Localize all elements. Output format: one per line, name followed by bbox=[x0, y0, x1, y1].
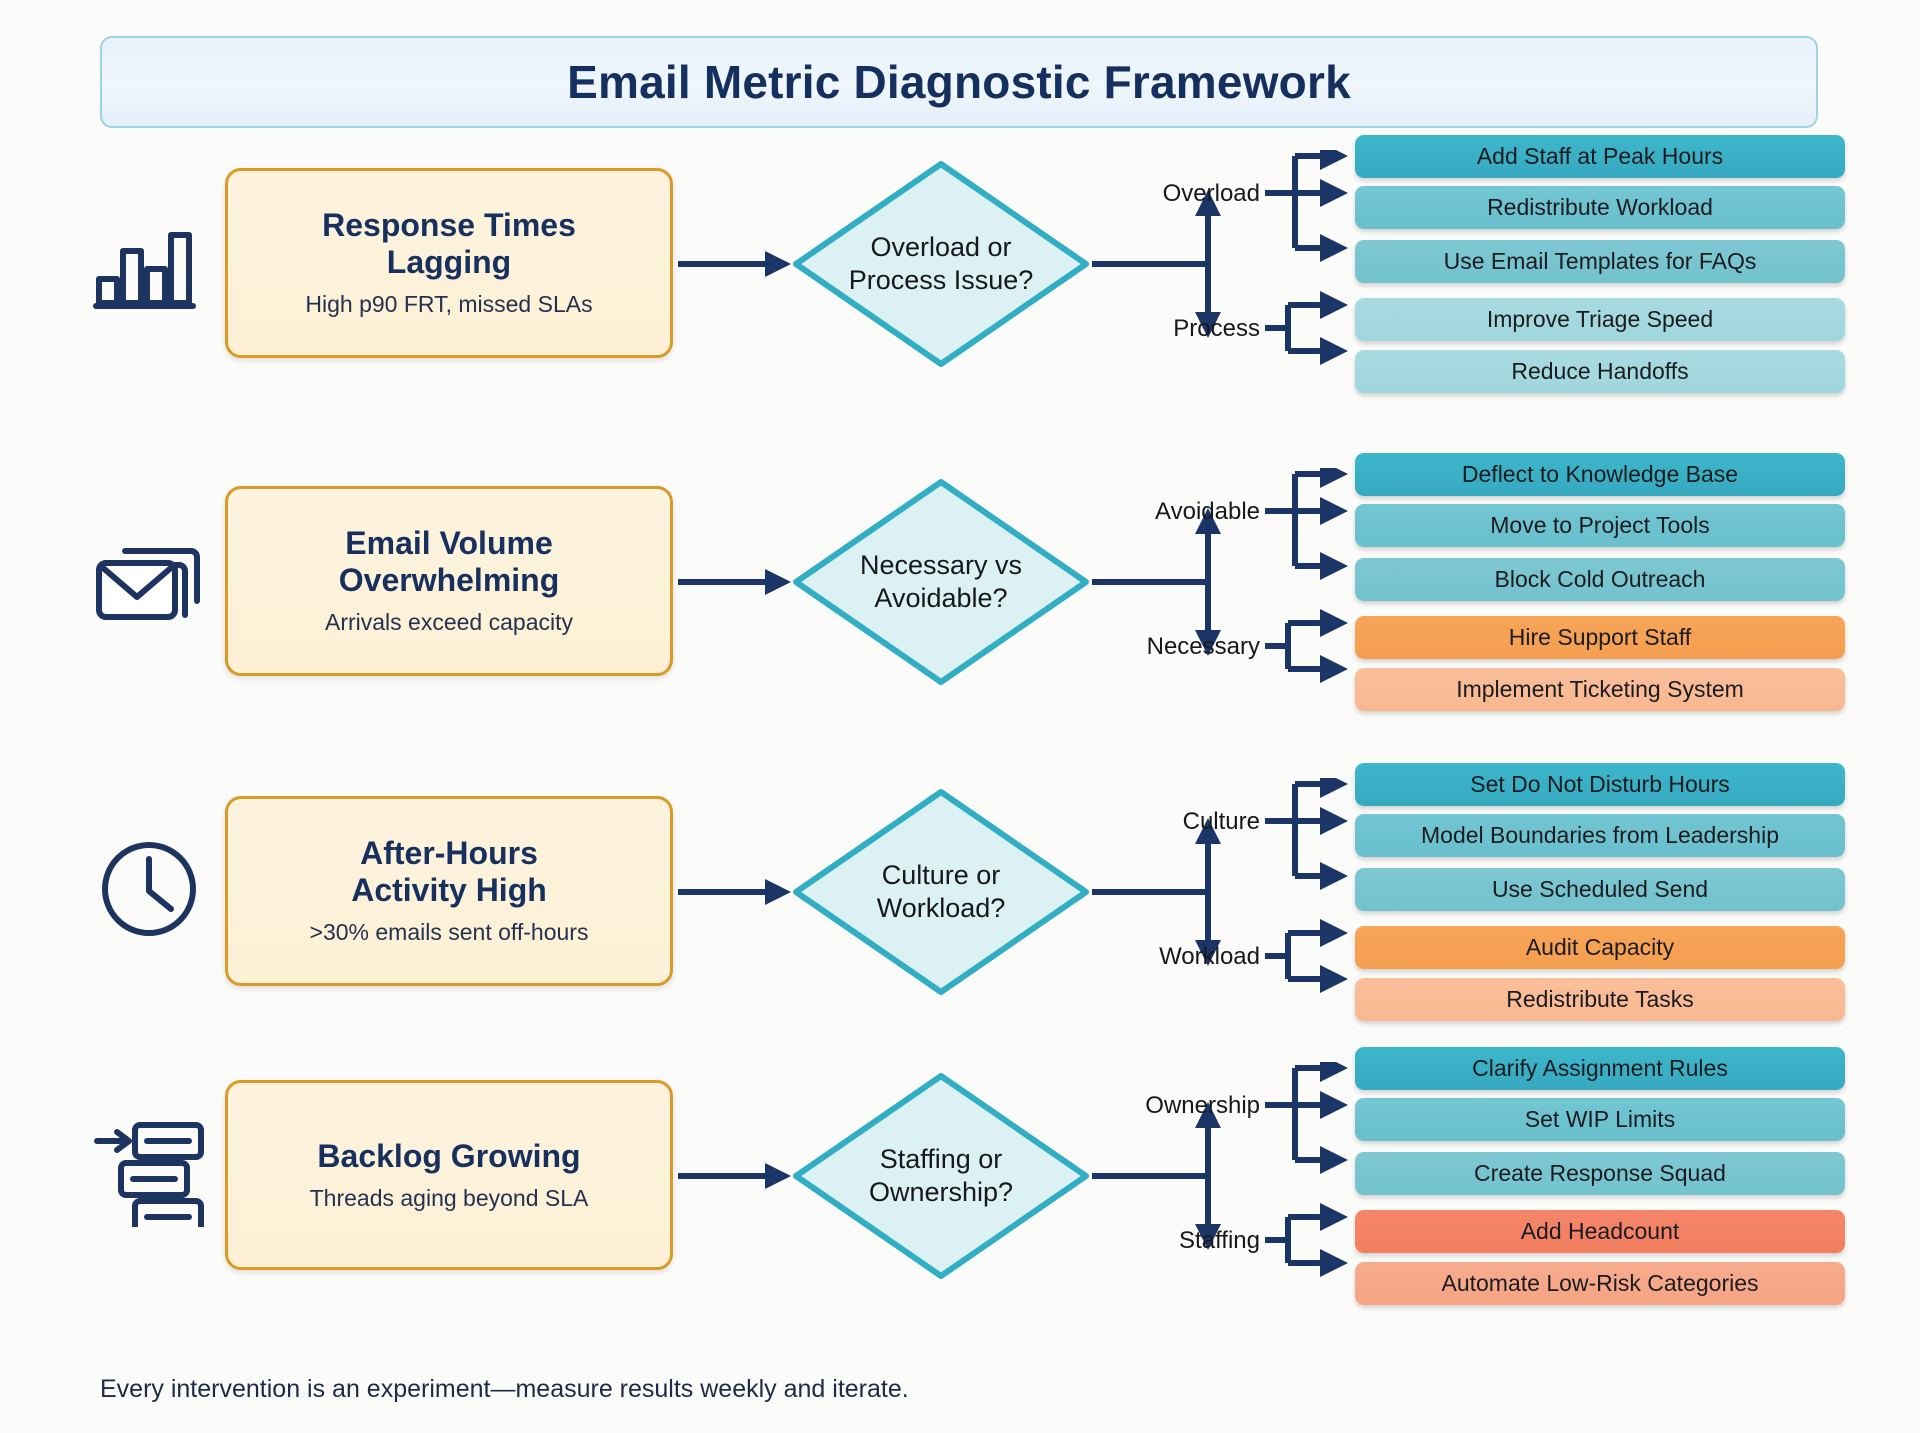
action-box[interactable]: Add Staff at Peak Hours bbox=[1355, 135, 1845, 178]
decision-label: Culture or Workload? bbox=[876, 860, 1006, 923]
envelopes-icon bbox=[90, 520, 208, 638]
problem-card[interactable]: Backlog Growing Threads aging beyond SLA bbox=[225, 1080, 673, 1270]
problem-subtitle: High p90 FRT, missed SLAs bbox=[305, 291, 593, 318]
decision-diamond[interactable]: Necessary vs Avoidable? bbox=[790, 476, 1092, 688]
problem-card[interactable]: Response Times Lagging High p90 FRT, mis… bbox=[225, 168, 673, 358]
branch-label: Avoidable bbox=[1155, 498, 1260, 525]
decision-diamond[interactable]: Culture or Workload? bbox=[790, 786, 1092, 998]
clock-icon bbox=[90, 830, 208, 948]
connector-card-to-diamond bbox=[678, 569, 791, 595]
action-box[interactable]: Block Cold Outreach bbox=[1355, 558, 1845, 601]
backlog-icon bbox=[90, 1114, 208, 1232]
action-box[interactable]: Use Scheduled Send bbox=[1355, 868, 1845, 911]
branch-label: Staffing bbox=[1179, 1227, 1260, 1254]
connector-branches bbox=[1092, 778, 1348, 993]
diagram-title-bar: Email Metric Diagnostic Framework bbox=[100, 36, 1818, 128]
branch-label: Necessary bbox=[1146, 633, 1260, 660]
problem-subtitle: >30% emails sent off-hours bbox=[309, 919, 589, 946]
connector-branches bbox=[1092, 468, 1348, 683]
action-box[interactable]: Model Boundaries from Leadership bbox=[1355, 814, 1845, 857]
connector-branches bbox=[1092, 1062, 1348, 1277]
action-box[interactable]: Reduce Handoffs bbox=[1355, 350, 1845, 393]
problem-subtitle: Arrivals exceed capacity bbox=[325, 609, 573, 636]
problem-subtitle: Threads aging beyond SLA bbox=[309, 1184, 589, 1211]
branch-label: Ownership bbox=[1145, 1092, 1260, 1119]
action-box[interactable]: Redistribute Workload bbox=[1355, 186, 1845, 229]
page-title: Email Metric Diagnostic Framework bbox=[567, 56, 1351, 108]
action-box[interactable]: Use Email Templates for FAQs bbox=[1355, 240, 1845, 283]
decision-label: Overload or Process Issue? bbox=[848, 232, 1034, 295]
action-box[interactable]: Set WIP Limits bbox=[1355, 1098, 1845, 1141]
action-box[interactable]: Set Do Not Disturb Hours bbox=[1355, 763, 1845, 806]
action-box[interactable]: Improve Triage Speed bbox=[1355, 298, 1845, 341]
action-box[interactable]: Move to Project Tools bbox=[1355, 504, 1845, 547]
connector-card-to-diamond bbox=[678, 1163, 791, 1189]
problem-card[interactable]: Email Volume Overwhelming Arrivals excee… bbox=[225, 486, 673, 676]
connector-card-to-diamond bbox=[678, 879, 791, 905]
action-box[interactable]: Create Response Squad bbox=[1355, 1152, 1845, 1195]
diagnostic-row-1: Response Times Lagging High p90 FRT, mis… bbox=[0, 135, 1920, 450]
connector-card-to-diamond bbox=[678, 251, 791, 277]
bar-chart-icon bbox=[90, 202, 208, 320]
decision-diamond[interactable]: Overload or Process Issue? bbox=[790, 158, 1092, 370]
action-box[interactable]: Implement Ticketing System bbox=[1355, 668, 1845, 711]
action-box[interactable]: Hire Support Staff bbox=[1355, 616, 1845, 659]
branch-label: Workload bbox=[1159, 943, 1260, 970]
diagnostic-row-3: After-Hours Activity High >30% emails se… bbox=[0, 763, 1920, 1078]
problem-title: After-Hours Activity High bbox=[351, 835, 547, 909]
diagnostic-row-2: Email Volume Overwhelming Arrivals excee… bbox=[0, 453, 1920, 768]
branch-label: Culture bbox=[1182, 808, 1260, 835]
action-box[interactable]: Audit Capacity bbox=[1355, 926, 1845, 969]
action-box[interactable]: Clarify Assignment Rules bbox=[1355, 1047, 1845, 1090]
problem-title: Response Times Lagging bbox=[322, 207, 576, 281]
action-box[interactable]: Automate Low-Risk Categories bbox=[1355, 1262, 1845, 1305]
action-box[interactable]: Redistribute Tasks bbox=[1355, 978, 1845, 1021]
decision-diamond[interactable]: Staffing or Ownership? bbox=[790, 1070, 1092, 1282]
problem-title: Email Volume Overwhelming bbox=[338, 525, 560, 599]
decision-label: Staffing or Ownership? bbox=[868, 1144, 1014, 1207]
branch-label: Process bbox=[1173, 315, 1260, 342]
problem-title: Backlog Growing bbox=[317, 1137, 581, 1174]
branch-label: Overload bbox=[1162, 180, 1260, 207]
decision-label: Necessary vs Avoidable? bbox=[859, 550, 1023, 613]
action-box[interactable]: Deflect to Knowledge Base bbox=[1355, 453, 1845, 496]
action-box[interactable]: Add Headcount bbox=[1355, 1210, 1845, 1253]
diagnostic-row-4: Backlog Growing Threads aging beyond SLA… bbox=[0, 1047, 1920, 1362]
connector-branches bbox=[1092, 150, 1348, 365]
problem-card[interactable]: After-Hours Activity High >30% emails se… bbox=[225, 796, 673, 986]
footer-note: Every intervention is an experiment—meas… bbox=[100, 1375, 909, 1403]
